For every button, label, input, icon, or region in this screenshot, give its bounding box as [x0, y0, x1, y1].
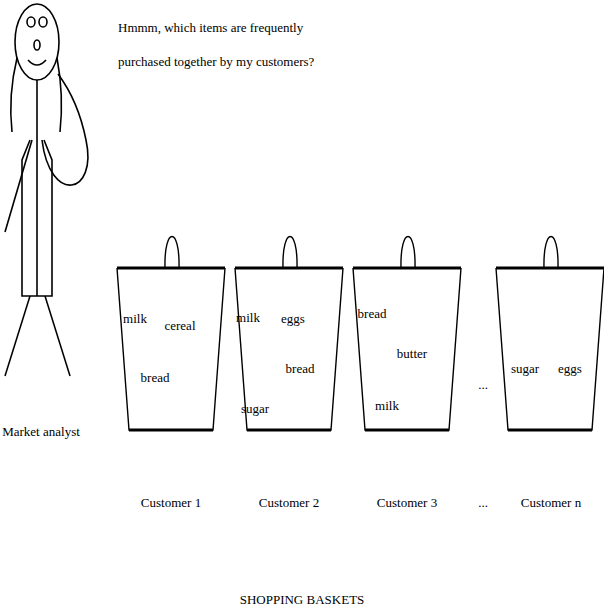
basket-item: bread — [286, 361, 315, 376]
basket-item: sugar — [241, 401, 269, 416]
basket-rim — [117, 267, 225, 270]
basket-label: Customer 3 — [377, 495, 437, 511]
dress-outline — [22, 140, 52, 296]
basket-handle — [401, 237, 415, 269]
basket-rim — [235, 267, 343, 270]
basket-item: eggs — [558, 361, 582, 376]
basket-label: ... — [478, 495, 488, 511]
basket-item: bread — [141, 370, 170, 385]
basket-bottom — [247, 429, 331, 432]
basket-label: ... — [478, 377, 488, 393]
basket-item: milk — [236, 310, 260, 325]
smile — [28, 60, 46, 65]
hair-line — [57, 58, 61, 132]
shopping-basket: sugar eggs — [496, 228, 604, 432]
shopping-basket: bread butter milk — [353, 228, 461, 432]
basket-label: Customer n — [521, 495, 581, 511]
basket-handle — [283, 237, 297, 269]
basket-side — [235, 268, 343, 430]
basket-rim — [496, 267, 604, 270]
basket-bottom — [129, 429, 213, 432]
neck-line — [36, 80, 38, 140]
shopping-basket: milk eggs bread sugar — [235, 228, 343, 432]
eye — [27, 17, 35, 27]
head-outline — [15, 4, 59, 80]
hair-line — [11, 58, 17, 132]
basket-outline — [353, 228, 461, 432]
basket-item: butter — [397, 346, 427, 361]
eye — [39, 17, 47, 27]
left-leg — [5, 296, 30, 376]
shopping-basket: milk cereal bread — [117, 228, 225, 432]
thinking-arm — [42, 74, 88, 185]
right-leg — [45, 296, 70, 376]
basket-outline — [496, 228, 604, 432]
basket-item: bread — [358, 306, 387, 321]
basket-side — [496, 268, 604, 430]
basket-handle — [544, 237, 558, 269]
basket-item: sugar — [511, 361, 539, 376]
basket-label: Customer 2 — [259, 495, 319, 511]
basket-item: eggs — [281, 311, 305, 326]
basket-handle — [165, 237, 179, 269]
basket-bottom — [365, 429, 449, 432]
basket-side — [353, 268, 461, 430]
basket-rim — [353, 267, 461, 270]
left-arm — [5, 140, 32, 232]
basket-side — [117, 268, 225, 430]
basket-label: Customer 1 — [141, 495, 201, 511]
thought-text: Hmmm, which items are frequently purchas… — [118, 11, 333, 79]
nose — [34, 40, 40, 50]
body-line — [36, 140, 38, 296]
figure-label: Market analyst — [2, 424, 80, 440]
basket-bottom — [508, 429, 592, 432]
basket-item: cereal — [164, 318, 195, 333]
basket-item: milk — [123, 311, 147, 326]
basket-item: milk — [375, 398, 399, 413]
caption: SHOPPING BASKETS — [240, 592, 365, 608]
